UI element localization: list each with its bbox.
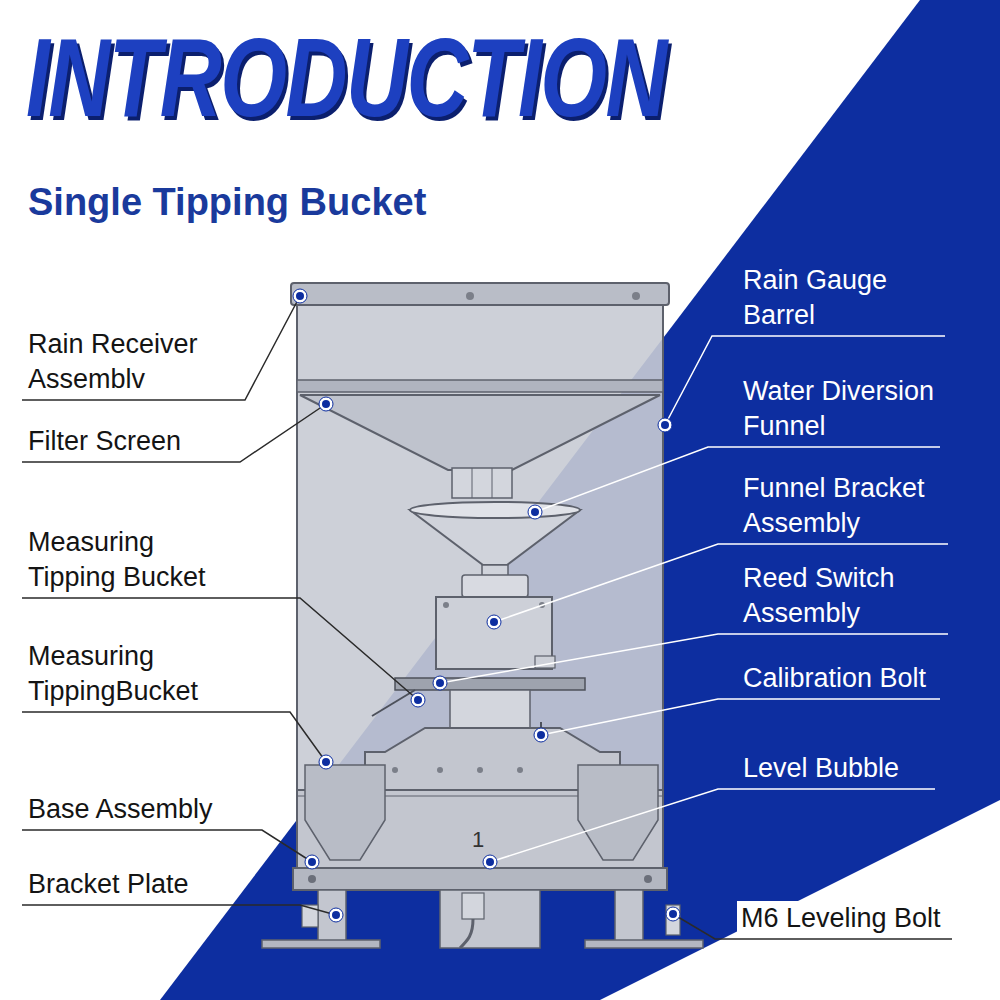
callout-dot-core bbox=[322, 400, 330, 408]
part-label: Rain Receiver Assemblv bbox=[28, 327, 243, 397]
receiver-rim bbox=[291, 283, 669, 305]
part-label: Rain Gauge Barrel bbox=[743, 263, 933, 333]
leader-line bbox=[22, 404, 326, 462]
funnel-nut bbox=[452, 468, 512, 498]
callout-dot bbox=[319, 755, 333, 769]
callout-dot bbox=[483, 855, 497, 869]
leader-line bbox=[22, 830, 312, 862]
part-label: Funnel Bracket Assembly bbox=[743, 471, 988, 541]
bucket-lever bbox=[372, 690, 415, 716]
water-funnel bbox=[300, 395, 660, 470]
pivot-block bbox=[450, 690, 530, 728]
tipping-bucket bbox=[395, 678, 585, 690]
connector bbox=[462, 575, 528, 597]
screw bbox=[517, 767, 523, 773]
callout-dot bbox=[666, 907, 680, 921]
screw bbox=[477, 767, 483, 773]
barrel-body bbox=[297, 300, 663, 872]
page-title: INTRODUCTION bbox=[26, 22, 666, 134]
part-label: Measuring TippingBucket bbox=[28, 639, 228, 709]
cable-gland bbox=[462, 893, 484, 919]
callout-dot bbox=[528, 505, 542, 519]
screw bbox=[437, 767, 443, 773]
callout-dot bbox=[411, 693, 425, 707]
leveling-bolt bbox=[666, 905, 680, 935]
callout-dot bbox=[329, 908, 343, 922]
subtitle: Single Tipping Bucket bbox=[28, 178, 426, 227]
screw bbox=[392, 767, 398, 773]
screw bbox=[644, 875, 652, 883]
callout-dot bbox=[487, 615, 501, 629]
leader-line bbox=[541, 699, 940, 735]
callout-dot-core bbox=[296, 292, 304, 300]
foot bbox=[318, 890, 346, 942]
cable bbox=[460, 919, 473, 948]
callout-dot-core bbox=[531, 508, 539, 516]
drain-cup bbox=[305, 765, 385, 860]
part-label: Base Assembly bbox=[28, 792, 278, 827]
base-plate bbox=[293, 868, 667, 890]
center-mount bbox=[440, 890, 540, 948]
blue-band bbox=[160, 0, 1000, 1000]
callout-dot bbox=[534, 728, 548, 742]
part-label: Reed Switch Assembly bbox=[743, 561, 988, 631]
part-label: Water Diversion Funnel bbox=[743, 374, 988, 444]
callout-dot-core bbox=[669, 910, 677, 918]
nut-edge bbox=[472, 468, 473, 498]
leader-line bbox=[22, 712, 326, 762]
nut-edge bbox=[492, 468, 493, 498]
callout-dot-core bbox=[661, 421, 669, 429]
part-label: M6 Leveling Bolt bbox=[737, 901, 1000, 936]
bracket-plate bbox=[262, 940, 380, 948]
part-label: Calibration Bolt bbox=[743, 661, 993, 696]
callout-dot-core bbox=[537, 731, 545, 739]
callout-dot-core bbox=[414, 696, 422, 704]
leader-line bbox=[22, 296, 300, 400]
foot bbox=[615, 890, 643, 942]
callout-dot-core bbox=[332, 911, 340, 919]
callout-dot-core bbox=[322, 758, 330, 766]
callout-dot bbox=[433, 676, 447, 690]
part-label: Measuring Tipping Bucket bbox=[28, 525, 228, 595]
callout-dot-core bbox=[490, 618, 498, 626]
callout-dot bbox=[319, 397, 333, 411]
callout-dot bbox=[305, 855, 319, 869]
part-label: Filter Screen bbox=[28, 424, 258, 459]
callout-dot-core bbox=[308, 858, 316, 866]
callout-dot bbox=[658, 418, 672, 432]
leader-line bbox=[22, 905, 336, 915]
callout-number: 1 bbox=[472, 826, 484, 855]
callout-dot bbox=[293, 289, 307, 303]
callout-dot-core bbox=[486, 858, 494, 866]
receiver-band bbox=[297, 380, 663, 392]
part-label: Bracket Plate bbox=[28, 867, 278, 902]
screw bbox=[443, 602, 449, 608]
screw bbox=[466, 292, 474, 300]
callout-dot-core bbox=[436, 679, 444, 687]
screw bbox=[308, 875, 316, 883]
leader-line bbox=[490, 789, 935, 862]
screw bbox=[632, 292, 640, 300]
bracket-plate bbox=[585, 940, 703, 948]
part-label: Level Bubble bbox=[743, 751, 993, 786]
